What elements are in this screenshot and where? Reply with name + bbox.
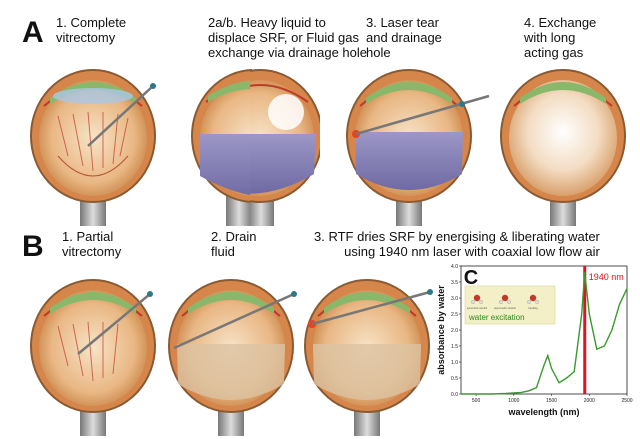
eye-b1-partial-vitrectomy (28, 266, 162, 436)
x-tick-label: 2000 (584, 398, 595, 404)
y-tick-label: 2.5 (451, 312, 458, 318)
hydrogen-atom-icon (507, 300, 511, 304)
molecule-mode-label: symmetric stretch (467, 306, 488, 310)
plot-frame (460, 265, 628, 395)
water-excitation-legend: symmetric stretch asymmetric stretch bendi… (464, 285, 556, 325)
hydrogen-atom-icon (479, 300, 483, 304)
data-point (550, 367, 553, 369)
y-tick-label: 0.5 (451, 376, 458, 382)
x-tick-label: 1000 (508, 398, 519, 404)
y-tick-label: 1.5 (451, 344, 458, 350)
eye-b2-drain-fluid (166, 266, 300, 436)
caption-b1: 1. Partial vitrectomy (62, 229, 122, 259)
data-point (505, 392, 507, 394)
data-point (618, 303, 621, 305)
data-point (584, 271, 586, 273)
y-tick-label: 3.5 (451, 280, 458, 286)
peak-label: 1940 nm (589, 272, 624, 282)
data-point (566, 377, 568, 379)
caption-a2: 2a/b. Heavy liquid to displace SRF, or F… (208, 15, 368, 60)
eye-b3-rtf-laser (302, 266, 436, 436)
hydrogen-atom-icon (527, 300, 531, 304)
eye-a3-laser-tear (344, 56, 494, 226)
x-tick-label: 2500 (621, 398, 632, 404)
data-point (558, 382, 560, 384)
data-point (603, 345, 605, 347)
y-tick-label: 3.0 (451, 296, 458, 302)
y-tick-label: 1.0 (451, 360, 458, 366)
data-point (460, 393, 462, 395)
y-axis-label: absorbance by water (436, 285, 446, 375)
data-point (547, 355, 549, 357)
oxygen-atom-icon (473, 294, 481, 302)
eye-a2b-fluid-gas-exchange (250, 56, 320, 226)
caption-a3: 3. Laser tear and drainage hole (366, 15, 442, 60)
x-axis-label: wavelength (nm) (507, 407, 579, 417)
eye-a1-complete-vitrectomy (28, 56, 162, 226)
data-point (520, 391, 522, 393)
caption-a1: 1. Complete vitrectomy (56, 15, 127, 45)
data-point (573, 371, 575, 373)
data-point (581, 313, 583, 315)
y-tick-label: 2.0 (451, 328, 458, 334)
data-point (490, 393, 492, 395)
y-tick-label: 4.0 (451, 264, 458, 270)
eye-a2a-heavy-liquid (182, 56, 252, 226)
caption-a4: 4. Exchange with long acting gas (524, 15, 597, 60)
panel-label-b: B (22, 230, 44, 263)
caption-b3: 3. RTF dries SRF by energising & liberat… (314, 229, 600, 259)
x-tick-label: 500 (472, 398, 481, 404)
inset-absorbance-chart: 0.0 0.5 1.0 1.5 2.0 2.5 3.0 3.5 4.0 500 1000 1500 20… (435, 258, 635, 428)
molecule-mode-label: bending (528, 306, 538, 310)
data-point (475, 393, 477, 395)
panel-label-a: A (22, 16, 44, 49)
panel-label-c: C (464, 267, 478, 289)
oxygen-atom-icon (501, 294, 509, 302)
data-point (528, 390, 530, 392)
data-point (588, 313, 590, 315)
data-point (535, 387, 538, 389)
data-point (611, 329, 613, 331)
data-point (596, 348, 598, 350)
eye-a4-long-acting-gas (498, 56, 632, 226)
data-point (626, 287, 628, 289)
hydrogen-atom-icon (471, 300, 475, 304)
x-tick-label: 1500 (546, 398, 557, 404)
molecule-mode-label: asymmetric stretch (494, 306, 516, 310)
hydrogen-atom-icon (499, 300, 503, 304)
legend-label: water excitation (468, 313, 525, 322)
oxygen-atom-icon (529, 294, 537, 302)
caption-b2: 2. Drain fluid (211, 229, 257, 259)
data-point (543, 364, 545, 366)
hydrogen-atom-icon (535, 300, 539, 304)
y-tick-label: 0.0 (451, 392, 458, 398)
legend-box (464, 285, 556, 325)
